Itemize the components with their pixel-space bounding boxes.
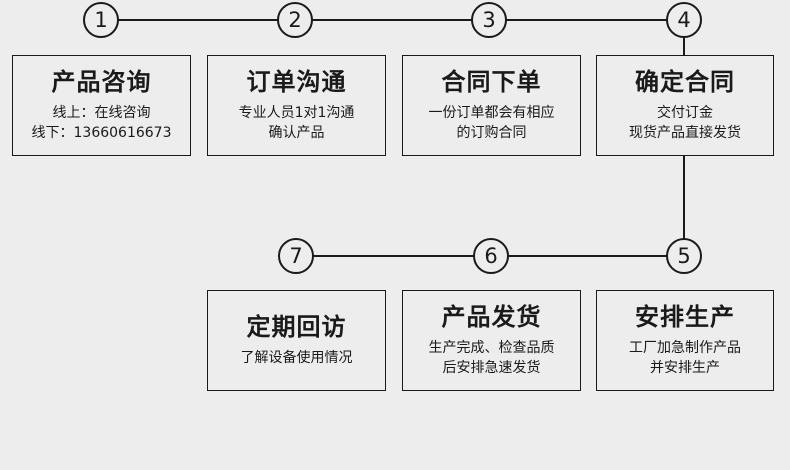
step-2-description: 专业人员1对1沟通 确认产品 [238, 104, 355, 141]
step-4-description: 交付订金 现货产品直接发货 [629, 104, 741, 141]
step-3-number: 3 [471, 2, 507, 38]
step-5-description: 工厂加急制作产品 并安排生产 [629, 339, 741, 376]
step-3-title: 合同下单 [441, 68, 542, 97]
step-6-card: 产品发货 生产完成、检查品质 后安排急速发货 [402, 290, 581, 391]
step-2-title: 订单沟通 [246, 68, 347, 97]
step-6-description: 生产完成、检查品质 后安排急速发货 [428, 339, 555, 376]
step-6-number: 6 [473, 238, 509, 274]
step-5-card: 安排生产 工厂加急制作产品 并安排生产 [596, 290, 774, 391]
step-7-number: 7 [278, 238, 314, 274]
step-4-card: 确定合同 交付订金 现货产品直接发货 [596, 55, 774, 156]
step-2-card: 订单沟通 专业人员1对1沟通 确认产品 [207, 55, 386, 156]
step-4-title: 确定合同 [635, 68, 735, 97]
step-3-card: 合同下单 一份订单都会有相应 的订购合同 [402, 55, 581, 156]
step-4-number: 4 [666, 2, 702, 38]
step-3-description: 一份订单都会有相应 的订购合同 [428, 104, 555, 141]
step-5-number: 5 [666, 238, 702, 274]
step-1-title: 产品咨询 [51, 68, 152, 97]
step-1-number: 1 [83, 2, 119, 38]
step-6-title: 产品发货 [441, 303, 542, 332]
step-7-description: 了解设备使用情况 [240, 349, 353, 366]
step-7-title: 定期回访 [246, 313, 347, 342]
step-1-card: 产品咨询 线上：在线咨询 线下：13660616673 [12, 55, 191, 156]
step-7-card: 定期回访 了解设备使用情况 [207, 290, 386, 391]
step-1-description: 线上：在线咨询 线下：13660616673 [31, 104, 172, 141]
step-5-title: 安排生产 [635, 303, 735, 332]
step-2-number: 2 [277, 2, 313, 38]
